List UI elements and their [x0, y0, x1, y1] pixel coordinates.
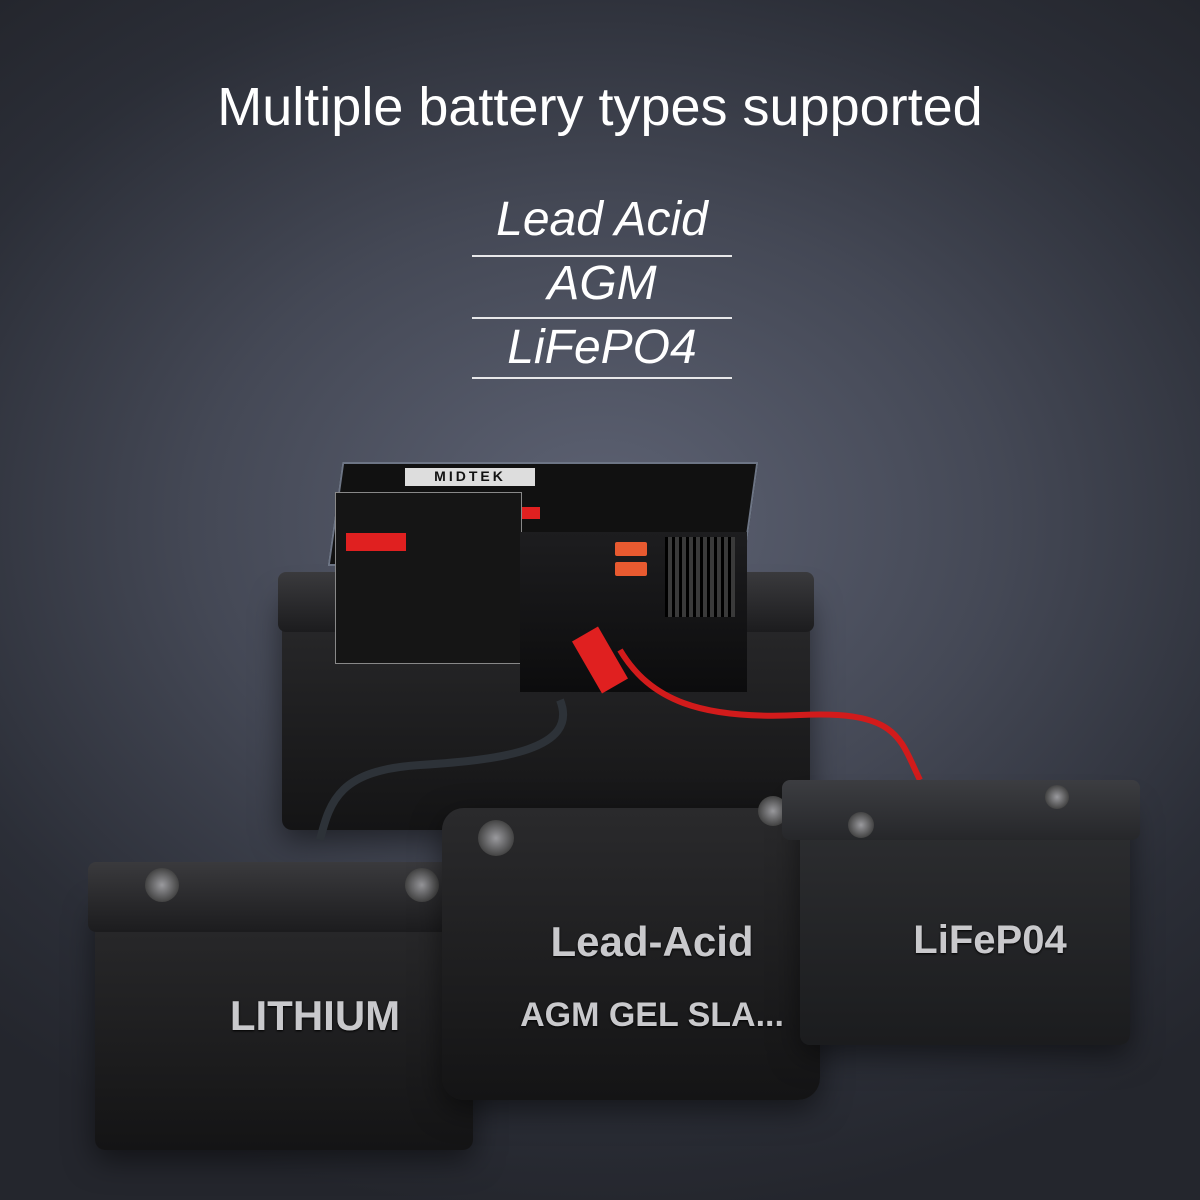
divider [472, 377, 732, 379]
terminal [145, 868, 179, 902]
battery-charger: MIDTEK [327, 462, 759, 697]
battery-type-lifepo4: LiFePO4 [507, 321, 697, 374]
divider [472, 317, 732, 319]
lead-acid-battery [442, 808, 820, 1100]
lifepo4-label: LiFeP04 [913, 918, 1067, 962]
lithium-label: LITHIUM [229, 992, 401, 1039]
lead-acid-sublabel: AGM GEL SLA... [520, 996, 784, 1034]
lithium-battery [95, 900, 473, 1150]
model-label [346, 533, 406, 551]
charger-side-panel [335, 492, 522, 664]
battery-type-agm: AGM [547, 257, 657, 310]
battery-type-lead-acid: Lead Acid [496, 193, 708, 246]
terminal [848, 812, 874, 838]
red-cable [617, 648, 923, 782]
lifepo4-battery-lid [782, 780, 1140, 840]
vent-grille [665, 537, 735, 617]
red-clamp [572, 626, 628, 694]
headline: Multiple battery types supported [217, 77, 983, 137]
charger-front [520, 532, 747, 692]
fuse-bottom [615, 562, 647, 576]
terminal [1045, 785, 1069, 809]
terminal [405, 868, 439, 902]
divider [472, 255, 732, 257]
brand-logo: MIDTEK [405, 468, 535, 486]
lifepo4-battery [800, 800, 1130, 1045]
terminal [478, 820, 514, 856]
black-cable [316, 698, 567, 841]
lead-acid-label: Lead-Acid [550, 918, 754, 965]
fuse-top [615, 542, 647, 556]
